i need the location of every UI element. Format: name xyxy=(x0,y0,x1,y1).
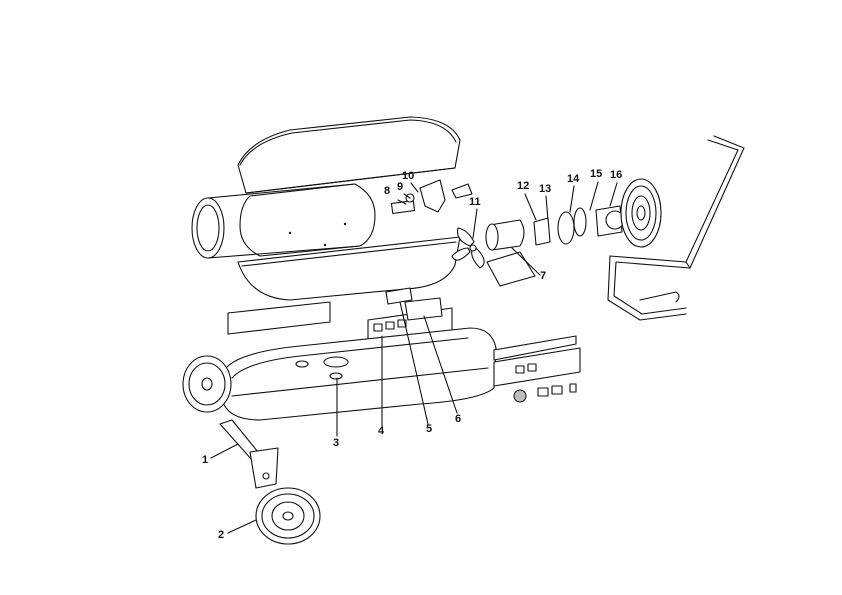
callout-1: 1 xyxy=(202,454,209,466)
control-bracket xyxy=(367,287,453,343)
control-knobs xyxy=(513,383,577,403)
fan-guard xyxy=(620,178,662,248)
callout-12: 12 xyxy=(517,180,530,192)
callout-5: 5 xyxy=(426,423,433,435)
front-wheel xyxy=(255,487,321,545)
callout-8: 8 xyxy=(384,185,391,197)
side-plate xyxy=(227,301,331,335)
axle-bracket xyxy=(219,419,279,489)
callout-11: 11 xyxy=(469,196,481,208)
rear-rail xyxy=(493,335,581,387)
handle-frame xyxy=(607,135,745,321)
motor xyxy=(485,219,536,287)
nozzle-assembly xyxy=(390,179,473,215)
callout-2: 2 xyxy=(218,529,225,541)
callout-9: 9 xyxy=(397,181,404,193)
pump-assembly xyxy=(533,205,625,246)
callout-10: 10 xyxy=(402,170,415,182)
callout-16: 16 xyxy=(610,169,623,181)
callout-13: 13 xyxy=(539,183,552,195)
callout-6: 6 xyxy=(455,413,462,425)
callout-15: 15 xyxy=(590,168,603,180)
upper-cover-shell xyxy=(237,116,461,194)
callout-4: 4 xyxy=(378,425,385,437)
fuel-tank xyxy=(221,327,497,421)
rear-wheel xyxy=(182,355,232,413)
callout-14: 14 xyxy=(567,173,580,185)
callout-3: 3 xyxy=(333,437,340,449)
callout-leader-lines xyxy=(210,181,618,534)
fan-blade xyxy=(451,227,485,269)
callout-7: 7 xyxy=(540,270,547,282)
combustion-chamber-cylinder xyxy=(191,183,376,259)
